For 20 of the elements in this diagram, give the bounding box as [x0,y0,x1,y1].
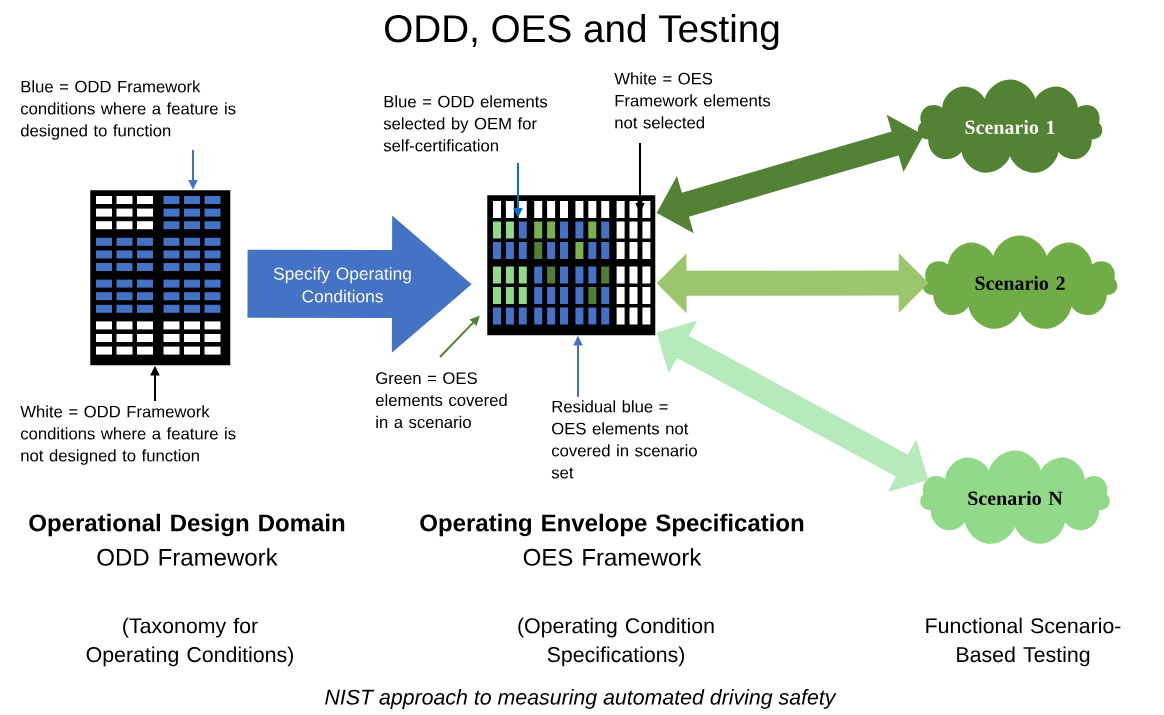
edge-label: Specify Operating Conditions [273,267,411,303]
caption: NIST approach to measuring automated driving safety [325,689,837,709]
section-heading: Operational Design Domain [29,513,345,537]
cloud: Scenario 2 [922,235,1118,329]
title: ODD, OES and Testing [385,14,779,51]
annotation-text: Blue = ODD Framework conditions where a feature is designed to function [20,80,236,140]
section-note: (Operating Condition Specifications) [518,617,714,667]
annotation-text: White = OES Framework elements not selected [614,72,771,129]
annotation-text: Green = OES elements covered in a scenario [376,372,507,429]
section-heading: Operating Envelope Specification [420,513,804,537]
annotation-text: Blue = ODD elements selected by OEM for self-certification [383,95,548,152]
section-note: (Taxonomy for Operating Conditions) [86,617,293,667]
grid-drawing [487,195,656,336]
annotation-text: Residual blue = OES elements not covered in scenario set [551,400,697,479]
grid-drawing [90,190,231,366]
annotation-text: White = ODD Framework conditions where a feature is not designed to function [20,405,236,465]
section-note: Functional Scenario-Based Testing [926,617,1121,667]
section-subheading: OES Framework [523,548,702,566]
section-subheading: ODD Framework [97,548,278,566]
cloud: Scenario N [920,450,1110,544]
